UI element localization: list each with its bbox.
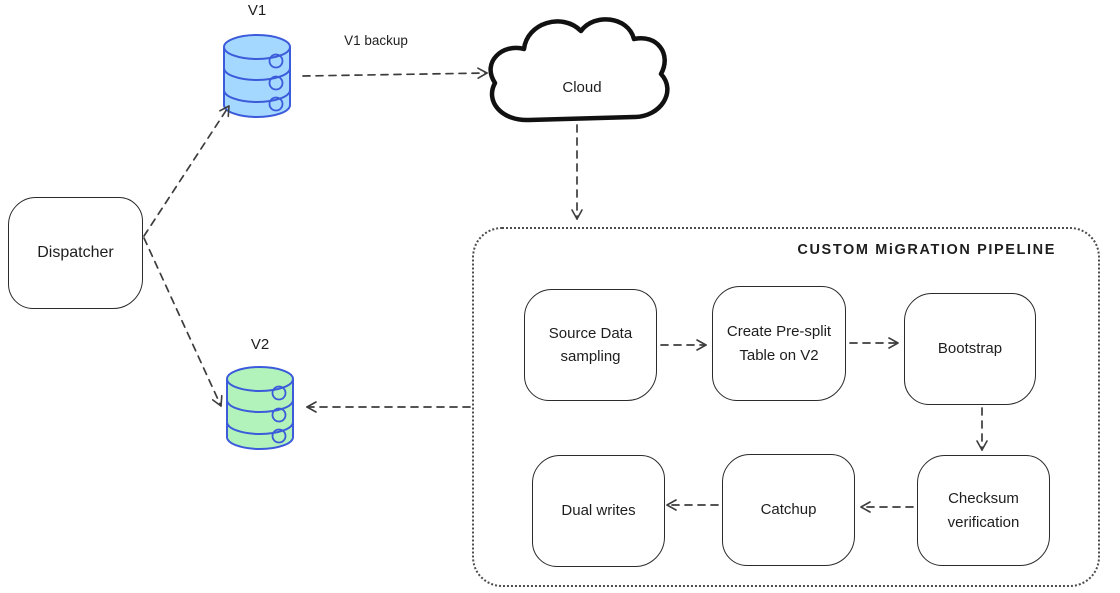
step-label: Catchup (760, 501, 817, 519)
v2-db-label: V2 (250, 336, 270, 353)
dispatcher-label: Dispatcher (37, 243, 114, 261)
step-label: Bootstrap (937, 340, 1003, 358)
pipeline-title: CUSTOM MiGRATION PIPELINE (797, 242, 1056, 258)
v2-database-icon (226, 366, 294, 450)
arrow-dispatcher-to-v1 (143, 105, 230, 237)
pipeline-step-bootstrap: Bootstrap (904, 293, 1036, 405)
pipeline-step-source-data-sampling: Source Data sampling (524, 289, 657, 401)
arrow-v1-to-cloud (302, 67, 488, 79)
step-label: Source Data sampling (548, 324, 633, 365)
arrow-dispatcher-to-v2 (143, 237, 223, 407)
step-label: Dual writes (561, 502, 636, 520)
pipeline-container: CUSTOM MiGRATION PIPELINE (472, 227, 1100, 587)
pipeline-step-checksum-verification: Checksum verification (917, 455, 1050, 566)
step-label: Checksum verification (947, 490, 1020, 531)
pipeline-step-catchup: Catchup (722, 454, 855, 566)
pipeline-step-dual-writes: Dual writes (532, 455, 665, 567)
dispatcher-node: Dispatcher (8, 197, 143, 309)
cloud-icon (488, 17, 670, 123)
step-label: Create Pre-split Table on V2 (726, 323, 832, 364)
pipeline-step-create-pre-split-table: Create Pre-split Table on V2 (712, 286, 846, 401)
v1-db-label: V1 (247, 2, 267, 19)
cloud-label: Cloud (562, 79, 602, 96)
v1-database-icon (223, 34, 291, 118)
v1-backup-edge-label: V1 backup (344, 33, 408, 48)
